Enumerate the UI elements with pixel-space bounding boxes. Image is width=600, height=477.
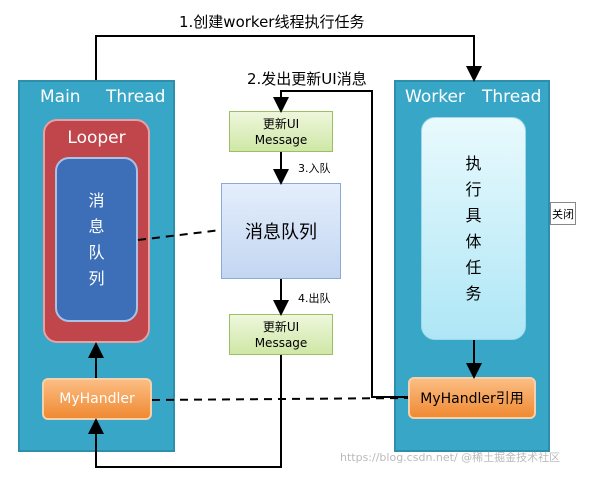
arrow-message-to-handler bbox=[88, 355, 282, 468]
dashed-queue-link bbox=[137, 229, 222, 241]
message-top-line1: 更新UI bbox=[262, 116, 300, 131]
message-bottom-line2: Message bbox=[254, 335, 308, 350]
main-message-queue: 消息队列 bbox=[55, 157, 138, 322]
center-message-queue-label: 消息队列 bbox=[245, 222, 317, 243]
arrow-create-worker bbox=[95, 35, 482, 82]
message-box-top: 更新UI Message bbox=[229, 111, 333, 152]
main-handler-label: MyHandler bbox=[59, 391, 135, 407]
worker-thread-title-right: Thread bbox=[482, 87, 542, 107]
step2-label: 2.发出更新UI消息 bbox=[247, 70, 367, 88]
message-bottom-line1: 更新UI bbox=[262, 319, 300, 334]
main-thread-title-right: Thread bbox=[106, 87, 166, 107]
worker-thread-title-left: Worker bbox=[405, 87, 465, 107]
step1-label: 1.创建worker线程执行任务 bbox=[179, 13, 365, 31]
worker-task-label: 执行具体任务 bbox=[465, 153, 482, 303]
main-handler-box: MyHandler bbox=[42, 378, 152, 420]
close-button[interactable]: 关闭 bbox=[550, 202, 576, 225]
worker-task-box: 执行具体任务 bbox=[421, 117, 526, 340]
step4-label: 4.出队 bbox=[298, 292, 331, 305]
main-message-queue-label: 消息队列 bbox=[88, 190, 105, 288]
arrow-send-message bbox=[273, 90, 408, 398]
looper-label: Looper bbox=[67, 128, 126, 148]
main-thread-title-left: Main bbox=[40, 87, 81, 107]
dashed-handler-link bbox=[151, 397, 409, 401]
close-button-label: 关闭 bbox=[552, 207, 574, 221]
step3-label: 3.入队 bbox=[298, 162, 331, 175]
message-box-bottom: 更新UI Message bbox=[229, 314, 333, 355]
message-top-line2: Message bbox=[254, 132, 308, 147]
watermark: https://blog.csdn.net/ @稀土掘金技术社区 bbox=[340, 451, 561, 464]
worker-handler-label: MyHandler引用 bbox=[420, 391, 524, 407]
center-message-queue: 消息队列 bbox=[221, 183, 341, 279]
